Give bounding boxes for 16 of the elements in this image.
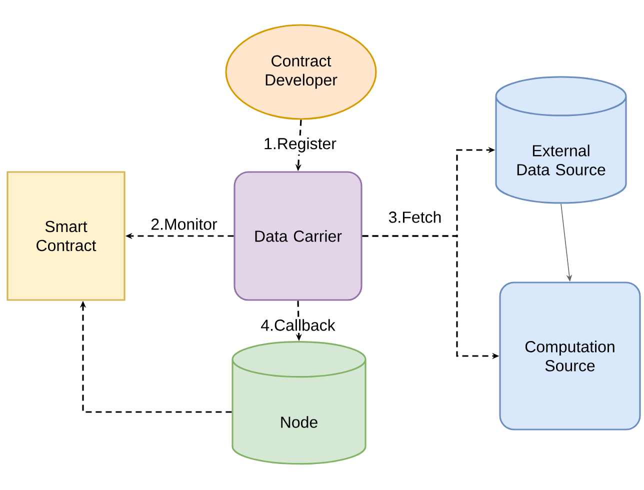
node-text: Computation Source [525,340,614,372]
ellipse-node [225,24,377,120]
node-text: External Data Source [517,144,606,176]
database-cylinder [495,76,627,204]
edge-label: 4.Callback [261,319,336,331]
edge-label: 1.Register [264,138,336,152]
node-text: Node [281,416,318,428]
process-box [234,171,362,301]
edge-label: 2.Monitor [151,218,218,230]
database-cylinder [232,341,366,465]
process-box [499,282,641,430]
process-box [6,171,126,301]
node-text: Smart Contract [36,220,96,252]
edge-label: 3.Fetch [388,211,441,223]
node-text: Contract Developer [266,55,338,89]
node-text: Data Carrier [255,230,342,242]
